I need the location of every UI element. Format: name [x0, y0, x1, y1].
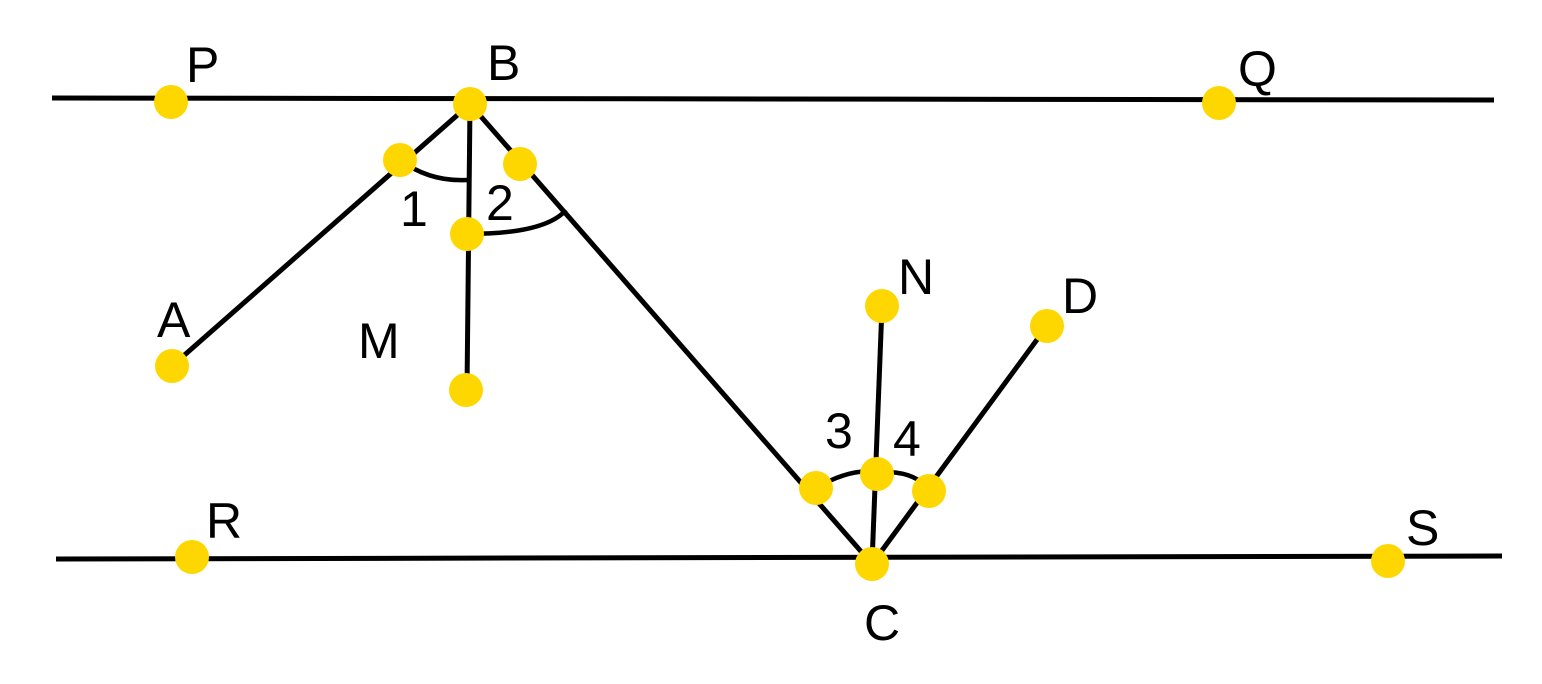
point-cd-marker: [912, 474, 946, 508]
point-b: [453, 87, 487, 121]
point-bm-marker: [450, 217, 484, 251]
point-ba-marker: [383, 143, 417, 177]
label-d: D: [1062, 268, 1098, 324]
point-n: [865, 289, 899, 323]
point-bc-marker: [503, 147, 537, 181]
point-p: [154, 85, 188, 119]
line-rs: [55, 553, 1503, 562]
point-a: [155, 349, 189, 383]
point-c: [855, 547, 889, 581]
label-c: C: [864, 595, 900, 651]
label-r: R: [206, 493, 242, 549]
point-q: [1202, 86, 1236, 120]
point-cn-marker: [860, 457, 894, 491]
point-cb-marker: [799, 471, 833, 505]
angle-label-4: 4: [893, 411, 921, 467]
line-pq: [51, 95, 1495, 103]
label-b: B: [487, 35, 520, 91]
angle-label-2: 2: [486, 175, 514, 231]
segment-ba: [170, 102, 472, 368]
point-d: [1030, 309, 1064, 343]
point-s: [1371, 544, 1405, 578]
segment-cd: [869, 324, 1050, 566]
label-p: P: [186, 37, 219, 93]
label-n: N: [898, 249, 934, 305]
label-q: Q: [1238, 41, 1277, 97]
point-m: [449, 373, 483, 407]
label-s: S: [1406, 500, 1439, 556]
segment-cn: [869, 305, 885, 565]
angle-label-1: 1: [400, 181, 428, 237]
label-m: M: [358, 313, 400, 369]
label-a: A: [157, 292, 191, 348]
angle-label-3: 3: [825, 403, 853, 459]
point-r: [175, 540, 209, 574]
